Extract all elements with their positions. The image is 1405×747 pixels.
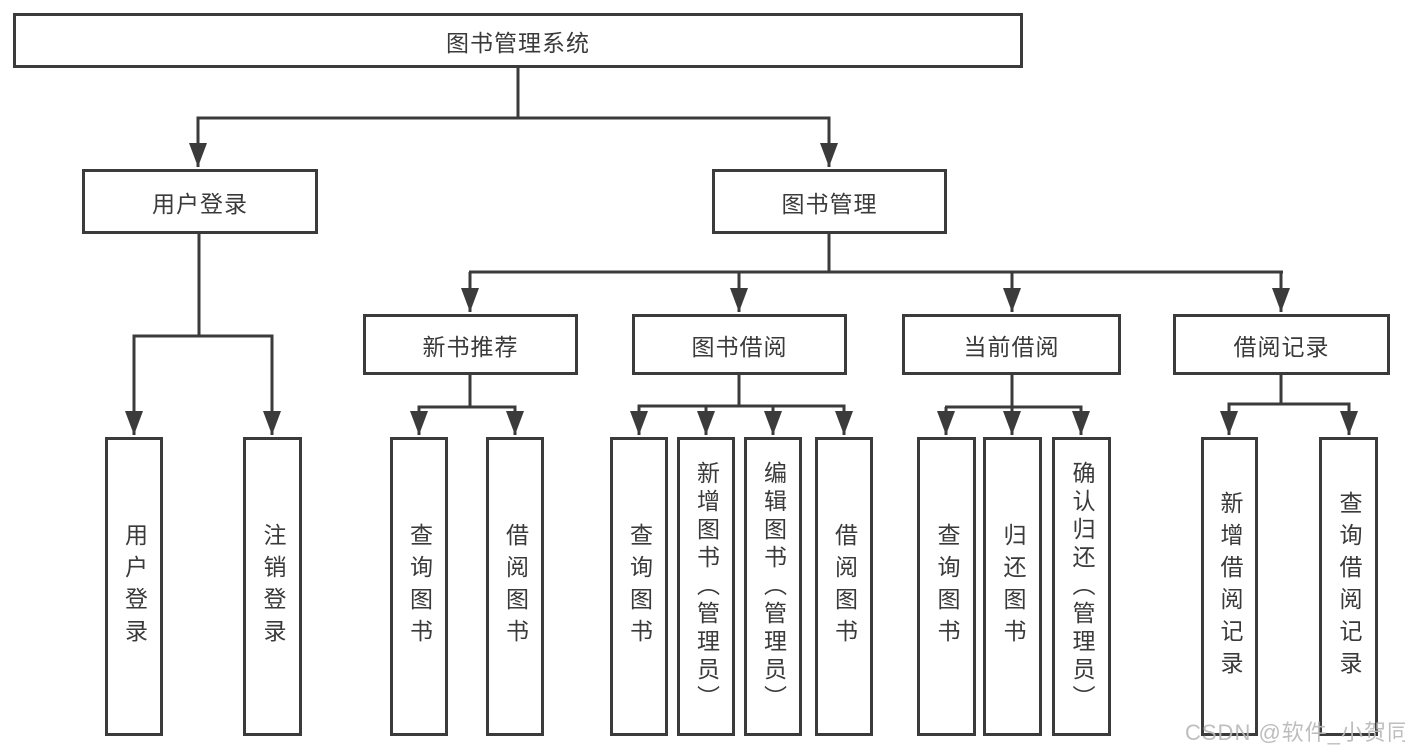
- node-leaf-query-borrow-record: 查询借阅记录: [1319, 437, 1378, 736]
- node-leaf-return-books: 归还图书: [983, 437, 1042, 736]
- node-leaf-query-books-1: 查询图书: [390, 437, 448, 736]
- node-leaf-borrow-books-1: 借阅图书: [486, 437, 544, 736]
- node-user-login-label: 用户登录: [152, 190, 248, 217]
- node-leaf-logout-label: 注销登录: [260, 522, 286, 651]
- node-leaf-query-books-3-label: 查询图书: [934, 522, 960, 651]
- node-current-borrowing: 当前借阅: [902, 314, 1121, 375]
- node-leaf-logout: 注销登录: [243, 437, 302, 736]
- node-new-book-recommendation: 新书推荐: [363, 314, 578, 375]
- node-root: 图书管理系统: [13, 13, 1023, 68]
- node-new-book-recommendation-label: 新书推荐: [422, 333, 519, 360]
- node-leaf-confirm-return-admin-label: 确认归还（管理员）: [1069, 460, 1095, 713]
- node-borrowing-records: 借阅记录: [1173, 314, 1390, 375]
- node-leaf-borrow-books-2: 借阅图书: [815, 437, 873, 736]
- node-leaf-add-books-admin: 新增图书（管理员）: [677, 437, 735, 736]
- node-leaf-edit-books-admin: 编辑图书（管理员）: [744, 437, 802, 736]
- node-leaf-query-books-1-label: 查询图书: [406, 522, 433, 651]
- node-leaf-add-borrow-record-label: 新增借阅记录: [1217, 490, 1243, 683]
- node-leaf-return-books-label: 归还图书: [1000, 522, 1026, 651]
- node-leaf-query-borrow-record-label: 查询借阅记录: [1336, 490, 1362, 683]
- node-leaf-query-books-2: 查询图书: [610, 437, 668, 736]
- node-leaf-confirm-return-admin: 确认归还（管理员）: [1052, 437, 1111, 736]
- node-leaf-query-books-3: 查询图书: [917, 437, 976, 736]
- node-leaf-user-login: 用户登录: [105, 437, 163, 736]
- csdn-watermark: CSDN @软件_小贺同学: [1185, 720, 1405, 745]
- node-user-login: 用户登录: [82, 169, 318, 234]
- node-book-borrowing-label: 图书借阅: [691, 333, 788, 360]
- node-root-label: 图书管理系统: [446, 29, 590, 56]
- node-leaf-user-login-label: 用户登录: [121, 522, 148, 651]
- node-leaf-query-books-2-label: 查询图书: [626, 522, 653, 651]
- node-leaf-add-borrow-record: 新增借阅记录: [1201, 437, 1258, 736]
- node-leaf-borrow-books-1-label: 借阅图书: [502, 522, 529, 651]
- node-leaf-edit-books-admin-label: 编辑图书（管理员）: [760, 460, 787, 713]
- node-book-borrowing: 图书借阅: [632, 314, 847, 375]
- node-book-management-label: 图书管理: [781, 190, 878, 217]
- node-current-borrowing-label: 当前借阅: [963, 333, 1060, 360]
- node-leaf-add-books-admin-label: 新增图书（管理员）: [693, 460, 720, 713]
- node-borrowing-records-label: 借阅记录: [1233, 333, 1330, 360]
- node-book-management: 图书管理: [712, 169, 947, 234]
- node-leaf-borrow-books-2-label: 借阅图书: [831, 522, 858, 651]
